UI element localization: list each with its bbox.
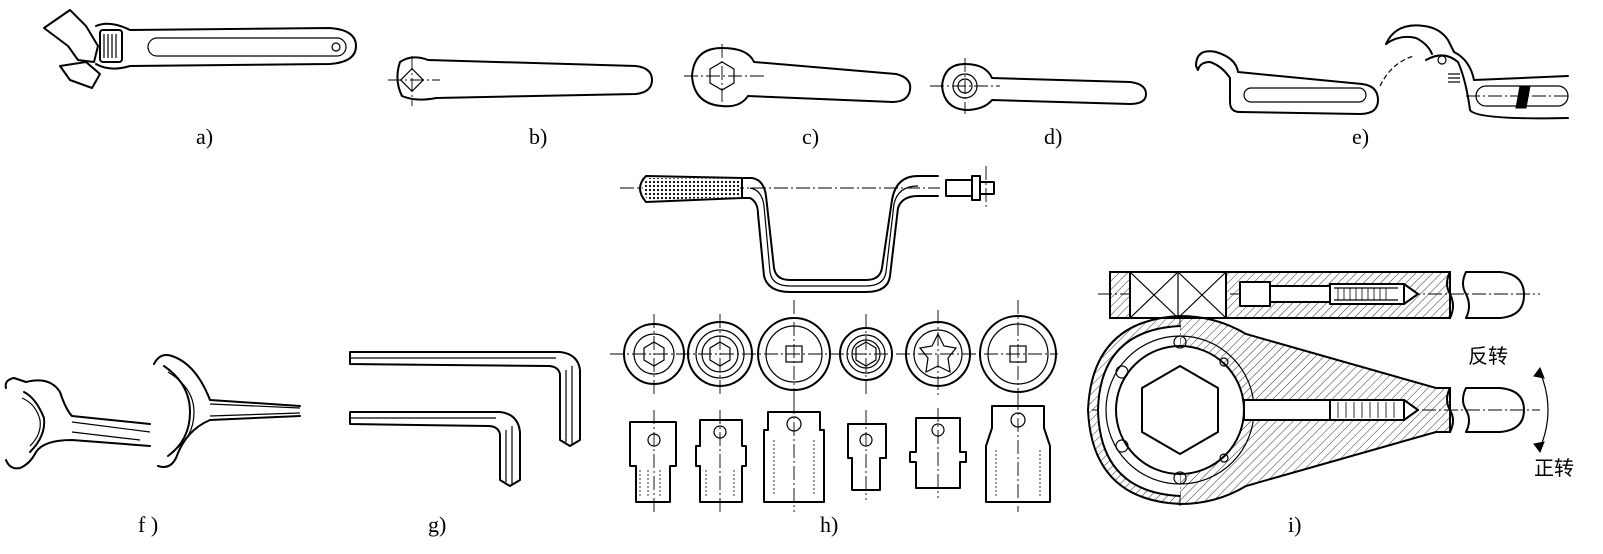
- forward-rotation-label: 正转: [1534, 456, 1574, 480]
- label-a: a): [196, 124, 214, 149]
- ring-wrench: [930, 58, 1147, 114]
- socket-side-2: [695, 410, 747, 512]
- label-e: e): [1352, 124, 1370, 149]
- reverse-rotation-label: 反转: [1468, 344, 1508, 368]
- label-i: i): [1288, 512, 1302, 537]
- hook-spanner: [1195, 50, 1379, 115]
- socket-top-6: [979, 300, 1057, 400]
- label-b: b): [529, 124, 548, 149]
- adjustable-wrench: [43, 9, 357, 89]
- fork-spanner-1: [4, 377, 151, 470]
- label-c: c): [802, 124, 820, 149]
- label-d: d): [1044, 124, 1063, 149]
- hinged-hook-spanner: [1379, 24, 1569, 120]
- square-hole-wrench: [388, 56, 653, 106]
- label-g: g): [428, 512, 447, 537]
- socket-top-1: [623, 314, 685, 394]
- socket-top-5: [905, 310, 971, 398]
- socket-top-3: [757, 300, 831, 400]
- ring-spanner-section: [1098, 271, 1540, 319]
- hex-key-short: [349, 411, 521, 487]
- socket-side-4: [847, 410, 887, 500]
- socket-set-side-views: [629, 396, 1051, 512]
- label-f: f ): [138, 512, 159, 537]
- socket-crank-handle: [620, 166, 995, 293]
- ring-spanner-front: [1086, 314, 1540, 508]
- socket-side-3: [763, 400, 825, 512]
- socket-top-2: [687, 314, 753, 394]
- socket-top-4: [839, 314, 893, 394]
- socket-side-5: [909, 408, 967, 498]
- socket-set-top-views: [610, 300, 1058, 400]
- rotation-direction-arrows: [1533, 366, 1549, 454]
- hex-hole-wrench: [684, 44, 912, 108]
- socket-side-1: [629, 410, 677, 512]
- socket-side-6: [985, 396, 1051, 512]
- label-h: h): [820, 512, 839, 537]
- hex-key-long: [349, 351, 581, 447]
- fork-spanner-2: [153, 354, 301, 468]
